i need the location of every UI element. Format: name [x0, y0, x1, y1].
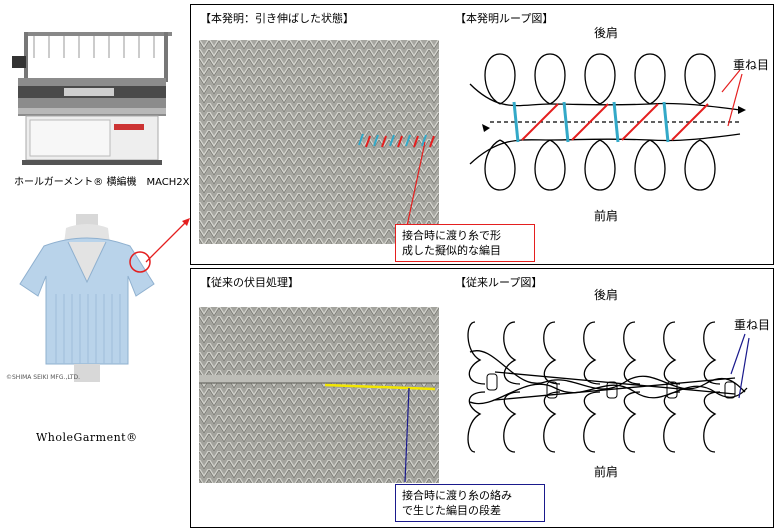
bottom-overlap-label: 重ね目: [734, 318, 771, 332]
top-knit-photo: [199, 40, 439, 244]
copyright-text: ©SHIMA SEIKI MFG.,LTD.: [6, 374, 81, 381]
top-loop-title: 【本発明ループ図】: [455, 12, 554, 25]
bottom-photo-title: 【従来の伏目処理】: [200, 276, 299, 289]
bottom-back-shoulder: 後肩: [594, 288, 619, 302]
top-callout-leader: [406, 141, 426, 227]
bottom-loop-diagram: [467, 321, 750, 453]
top-photo-title: 【本発明：引き伸ばした状態】: [200, 12, 354, 25]
top-overlap-label: 重ね目: [733, 58, 770, 72]
top-callout-line1: 接合時に渡り糸で形: [402, 229, 501, 242]
bottom-knit-photo: [199, 307, 439, 483]
bottom-callout-leader: [404, 387, 410, 483]
wholegarment-logo: WholeGarment®: [36, 431, 138, 444]
garment-image: [4, 214, 172, 384]
top-back-shoulder: 後肩: [594, 26, 619, 40]
top-loop-diagram: [469, 53, 746, 191]
machine-caption: ホールガーメント® 横編機 MACH2XS: [14, 177, 196, 188]
pointer-arrow: [145, 218, 190, 263]
bottom-callout-line2: で生じた編目の段差: [402, 504, 501, 517]
knitting-machine-image: [4, 28, 172, 168]
bottom-callout-box: 接合時に渡り糸の絡み で生じた編目の段差: [395, 484, 545, 522]
bottom-front-shoulder: 前肩: [594, 465, 619, 479]
bottom-callout-line1: 接合時に渡り糸の絡み: [402, 489, 512, 502]
bottom-loop-title: 【従来ループ図】: [455, 276, 543, 289]
top-callout-line2: 成した擬似的な編目: [402, 244, 501, 257]
top-callout-box: 接合時に渡り糸で形 成した擬似的な編目: [395, 224, 535, 262]
top-front-shoulder: 前肩: [594, 209, 619, 223]
